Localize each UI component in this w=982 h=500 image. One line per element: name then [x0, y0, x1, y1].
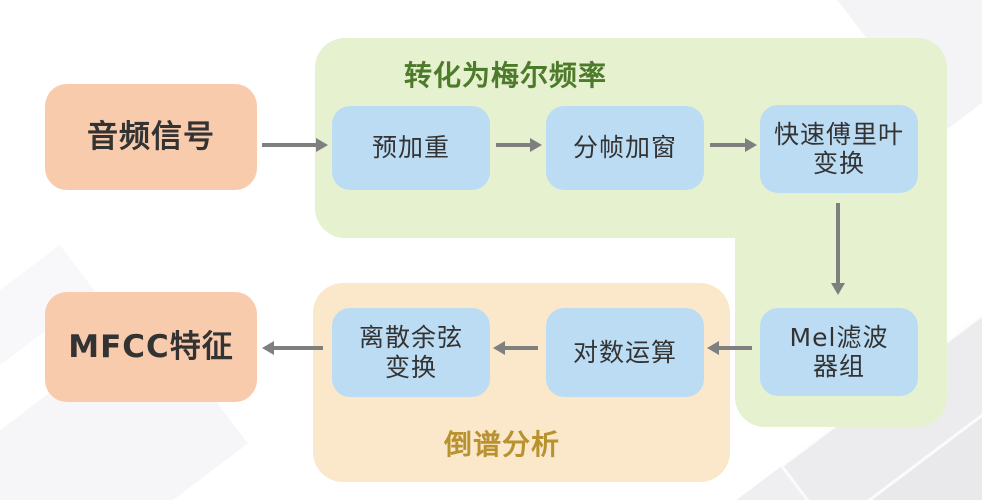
framing-windowing-node: 分帧加窗: [546, 106, 704, 190]
log-operation-label: 对数运算: [572, 337, 677, 367]
audio-signal-label: 音频信号: [87, 118, 215, 155]
log-operation-node: 对数运算: [546, 308, 704, 397]
framing-windowing-label: 分帧加窗: [572, 133, 677, 163]
fft-node: 快速傅里叶 变换: [760, 105, 918, 193]
cepstral-analysis-group-title: 倒谱分析: [444, 428, 561, 461]
arrow-fft-to-melfilterbank: [831, 203, 845, 295]
dct-node: 离散余弦 变换: [332, 308, 490, 397]
arrow-dct-to-mfcc: [262, 341, 323, 355]
mel-filterbank-label-line2: 器组: [812, 352, 865, 381]
pre-emphasis-label: 预加重: [371, 133, 450, 163]
arrow-audio-to-preemphasis: [262, 138, 328, 152]
arrow-log-to-dct: [493, 341, 538, 355]
mel-filterbank-node: Mel滤波 器组: [760, 308, 918, 396]
fft-label-line2: 变换: [812, 149, 865, 178]
arrow-melfilterbank-to-log: [707, 341, 752, 355]
mel-frequency-group-title: 转化为梅尔频率: [404, 59, 608, 92]
fft-label-line1: 快速傅里叶: [773, 119, 904, 149]
mel-filterbank-label-line1: Mel滤波: [789, 322, 889, 352]
mfcc-features-node: MFCC特征: [45, 292, 257, 402]
audio-signal-node: 音频信号: [45, 84, 257, 190]
arrow-preemphasis-to-framing: [496, 138, 542, 152]
arrow-framing-to-fft: [710, 138, 757, 152]
dct-label-line1: 离散余弦: [358, 323, 463, 352]
mfcc-features-label: MFCC特征: [68, 328, 234, 365]
pre-emphasis-node: 预加重: [332, 106, 490, 190]
dct-label-line2: 变换: [384, 352, 437, 382]
